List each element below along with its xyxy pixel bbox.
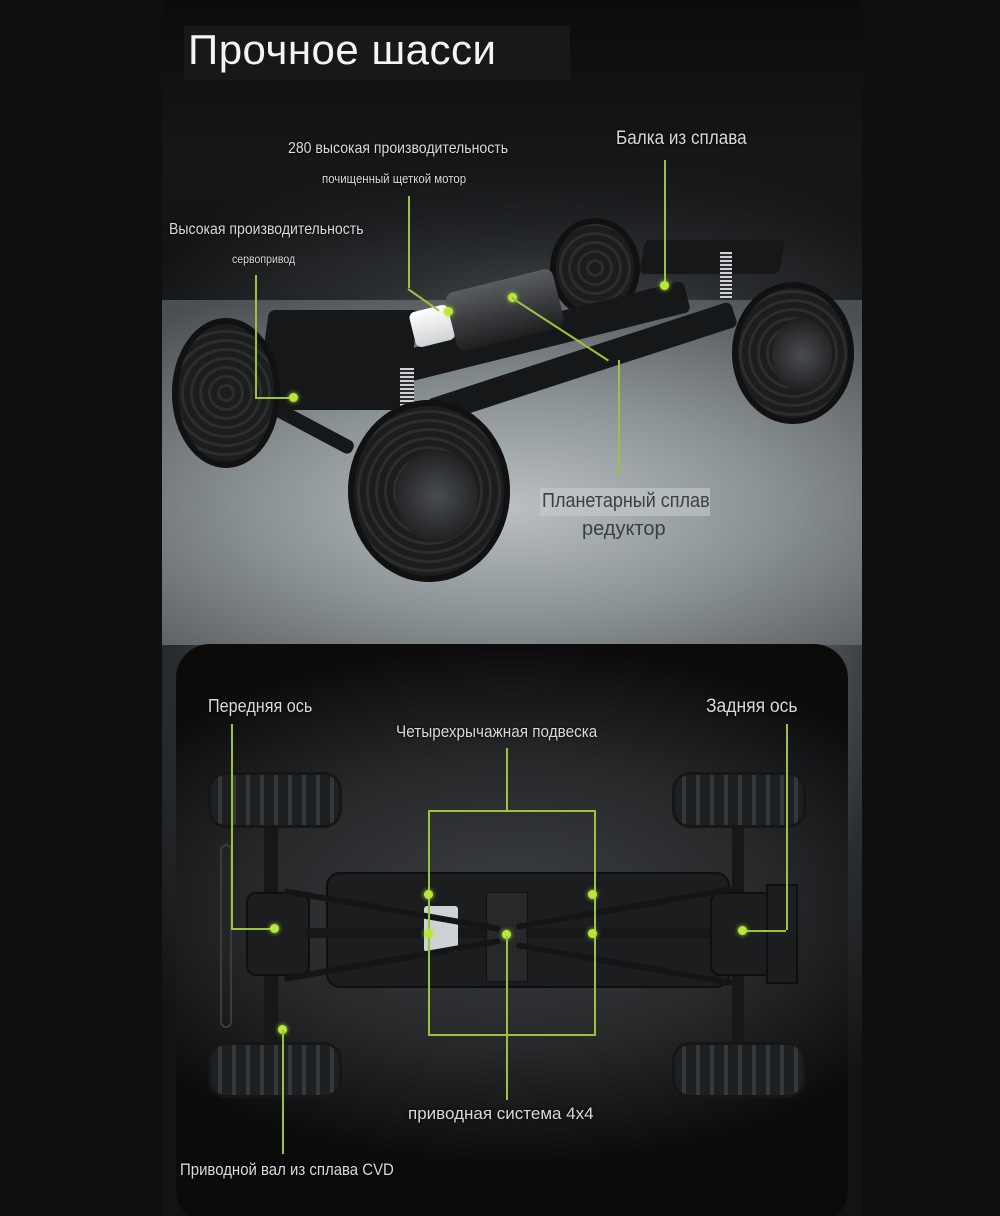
callout-drive-shaft: Приводной вал из сплава CVD xyxy=(180,1160,394,1179)
servo-leader-h xyxy=(255,397,291,399)
drive-system-leader xyxy=(506,936,508,1100)
gearbox-label-backdrop xyxy=(540,488,710,516)
rear-axle-leader-h xyxy=(744,930,786,932)
servo-dot xyxy=(289,393,298,402)
bottom-view-panel: Передняя ось Задняя ось Четырехрычажная … xyxy=(176,644,848,1216)
callout-servo-subtitle: сервопривод xyxy=(232,252,296,266)
suspension-bracket xyxy=(428,810,596,1036)
motor-leader-line xyxy=(408,196,410,288)
hub-rear-right xyxy=(772,318,832,392)
front-bumper xyxy=(220,844,232,1028)
front-axle-dot xyxy=(270,924,279,933)
tire-rear-top xyxy=(672,772,806,828)
callout-suspension: Четырехрычажная подвеска xyxy=(396,722,598,741)
drive-shaft-leader xyxy=(282,1030,284,1154)
gearbox-leader-line xyxy=(618,360,620,476)
rear-axle-dot xyxy=(738,926,747,935)
front-axle-leader-h xyxy=(231,928,273,930)
rear-plate xyxy=(766,884,798,984)
callout-beam: Балка из сплава xyxy=(616,128,747,149)
page-title: Прочное шасси xyxy=(188,26,497,73)
shock-rear xyxy=(720,252,732,300)
tire-rear-bottom xyxy=(672,1042,806,1098)
drive-shaft-dot xyxy=(278,1025,287,1034)
tire-front-bottom xyxy=(208,1042,342,1098)
rear-frame-plate xyxy=(639,240,785,274)
callout-motor-title: 280 высокая производительность xyxy=(288,140,509,157)
tire-front-top xyxy=(208,772,342,828)
rear-driveshaft xyxy=(526,928,710,938)
motor-dot xyxy=(444,307,453,316)
rear-axle-leader xyxy=(786,724,788,930)
suspension-dot-3 xyxy=(424,929,433,938)
callout-servo-title: Высокая производительность xyxy=(169,221,364,238)
suspension-dot-4 xyxy=(588,929,597,938)
suspension-dot-2 xyxy=(588,890,597,899)
drive-system-dot xyxy=(502,930,511,939)
callout-rear-axle: Задняя ось xyxy=(706,696,798,717)
front-driveshaft xyxy=(306,928,486,938)
chassis-3d-illustration xyxy=(162,200,862,620)
beam-dot xyxy=(660,281,669,290)
product-panel: Прочное шасси 280 высокая производительн… xyxy=(162,0,862,1216)
suspension-dot-1 xyxy=(424,890,433,899)
callout-gearbox-line2: редуктор xyxy=(582,518,666,540)
callout-motor-subtitle: почищенный щеткой мотор xyxy=(322,171,467,186)
callout-front-axle: Передняя ось xyxy=(208,696,313,716)
callout-gearbox-line1: Планетарный сплав xyxy=(542,490,710,512)
callout-drive-system: приводная система 4x4 xyxy=(408,1104,594,1123)
front-diff xyxy=(246,892,310,976)
suspension-leader xyxy=(506,748,508,812)
beam-leader-line xyxy=(664,160,666,284)
servo-leader-line xyxy=(255,275,257,397)
front-axle-leader xyxy=(231,724,233,928)
tire-front-left xyxy=(172,318,280,468)
hub-front-right xyxy=(396,450,478,542)
title-backdrop xyxy=(184,26,570,80)
